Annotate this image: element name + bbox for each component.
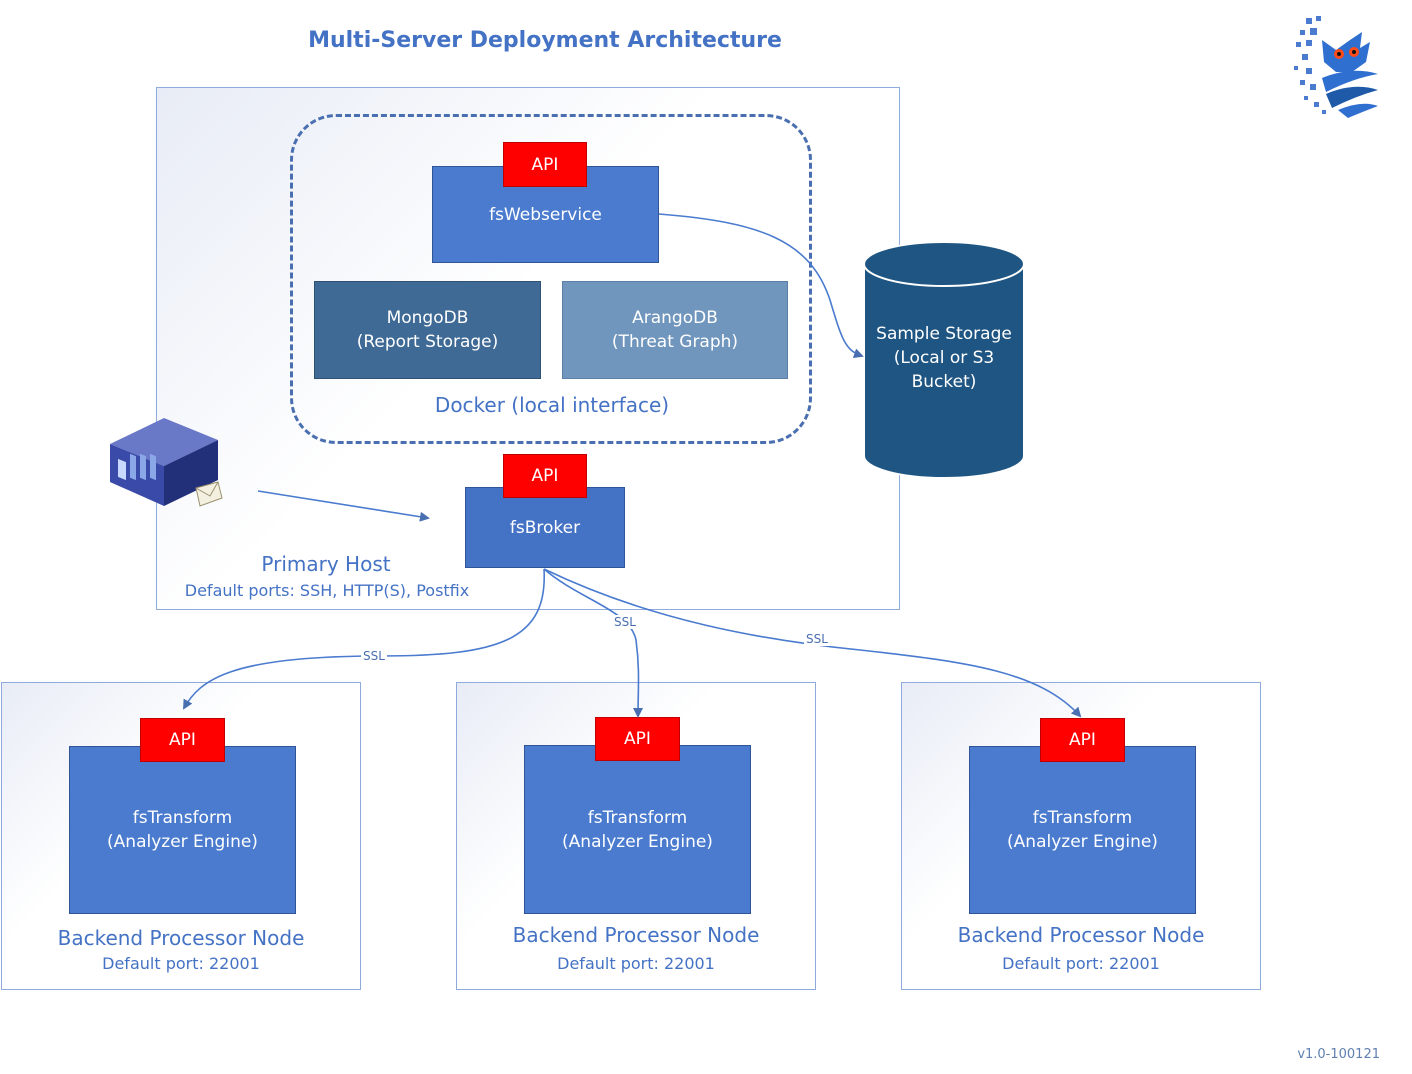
docker-label: Docker (local interface) <box>434 393 670 417</box>
sample-storage-line2: (Local or S3 <box>893 348 995 368</box>
fstransform-box-3: fsTransform (Analyzer Engine) <box>969 746 1196 914</box>
fstransform-box-2: fsTransform (Analyzer Engine) <box>524 745 751 914</box>
backend-node-port-3: Default port: 22001 <box>1002 954 1160 973</box>
fstransform-api-badge-3: API <box>1040 718 1125 762</box>
diagram-title: Multi-Server Deployment Architecture <box>308 28 782 53</box>
arangodb-box: ArangoDB (Threat Graph) <box>562 281 788 379</box>
fswebservice-label: fsWebservice <box>489 204 602 225</box>
fsbroker-box: fsBroker <box>465 487 625 568</box>
arangodb-role: (Threat Graph) <box>611 332 739 352</box>
primary-host-label: Primary Host <box>261 552 391 576</box>
version-label: v1.0-100121 <box>1297 1047 1380 1062</box>
mongodb-box: MongoDB (Report Storage) <box>314 281 541 379</box>
sample-storage-line3: Bucket) <box>911 372 977 392</box>
fsbroker-label: fsBroker <box>509 517 581 538</box>
backend-node-label-1: Backend Processor Node <box>57 926 305 950</box>
ssl-label-1: SSL <box>361 649 387 663</box>
mongodb-role: (Report Storage) <box>356 332 499 352</box>
fswebservice-api-badge: API <box>503 142 587 187</box>
arangodb-name: ArangoDB <box>632 308 718 328</box>
fstransform-api-badge-1: API <box>140 718 225 762</box>
fstransform-name-2: fsTransform <box>587 807 688 828</box>
fsbroker-api-badge: API <box>503 454 587 498</box>
sample-storage-cylinder <box>863 242 1025 479</box>
sample-storage-line1: Sample Storage <box>876 324 1012 344</box>
fstransform-box-1: fsTransform (Analyzer Engine) <box>69 746 296 914</box>
backend-node-port-2: Default port: 22001 <box>557 954 715 973</box>
fstransform-role-1: (Analyzer Engine) <box>107 832 258 852</box>
backend-node-label-3: Backend Processor Node <box>957 923 1205 947</box>
backend-node-port-1: Default port: 22001 <box>102 954 260 973</box>
fstransform-api-badge-2: API <box>595 717 680 761</box>
fstransform-role-3: (Analyzer Engine) <box>1007 832 1158 852</box>
fstransform-name-1: fsTransform <box>132 808 233 828</box>
ssl-label-2: SSL <box>612 615 638 629</box>
fstransform-role-2: (Analyzer Engine) <box>562 831 713 852</box>
backend-node-label-2: Backend Processor Node <box>512 923 760 947</box>
sample-storage-label: Sample Storage (Local or S3 Bucket) <box>864 322 1024 394</box>
mail-server-icon <box>110 418 223 507</box>
primary-host-ports: Default ports: SSH, HTTP(S), Postfix <box>184 581 470 600</box>
fstransform-name-3: fsTransform <box>1032 808 1133 828</box>
mongodb-name: MongoDB <box>386 308 469 328</box>
ssl-label-3: SSL <box>804 632 830 646</box>
owl-logo-icon <box>1294 16 1378 118</box>
